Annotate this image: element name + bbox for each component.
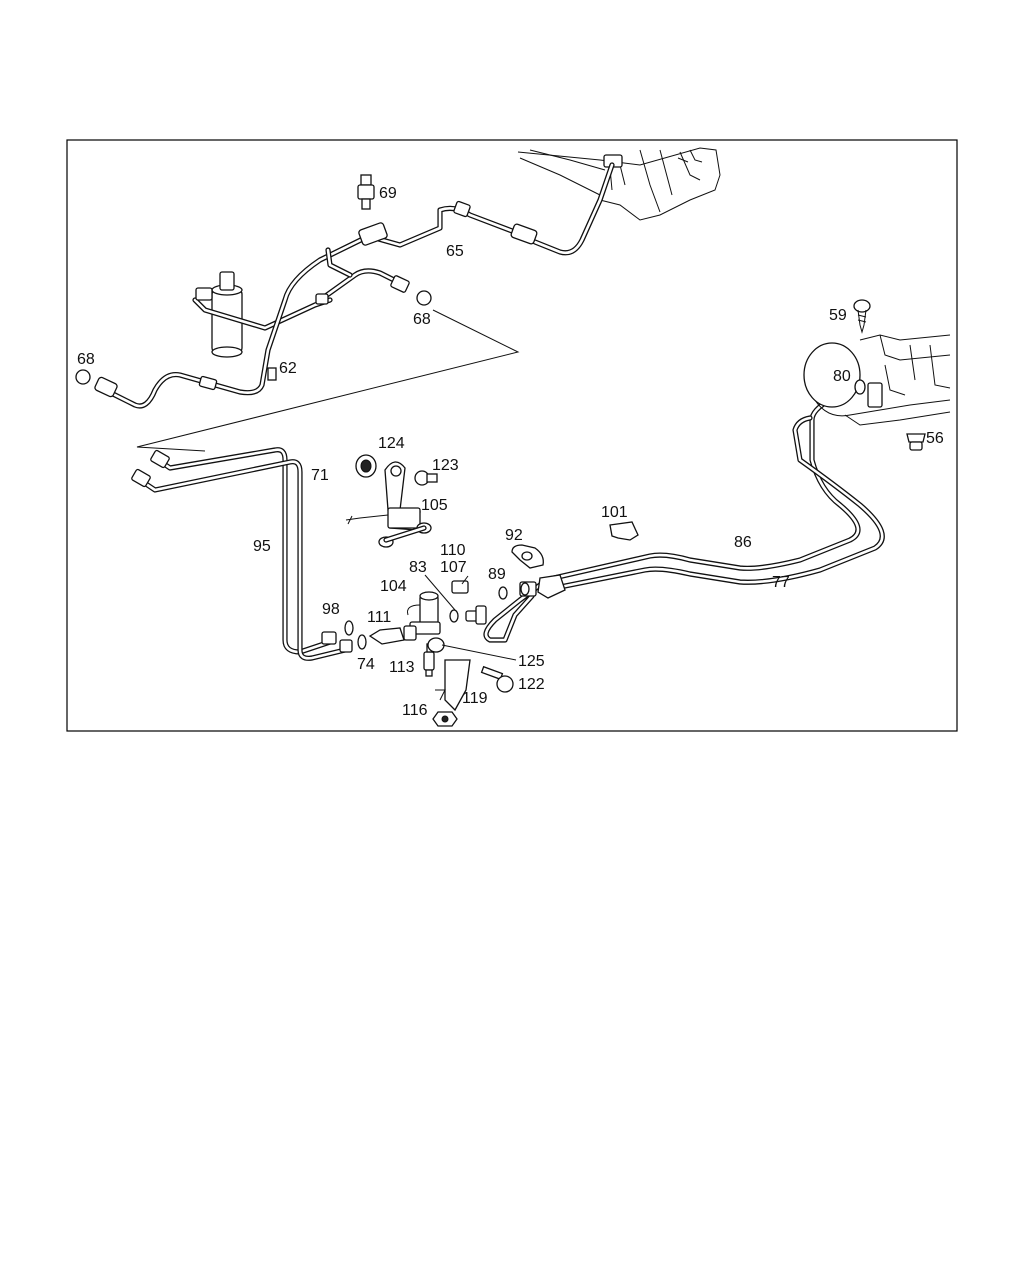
washer-98 xyxy=(344,620,354,636)
pressure-switch-69 xyxy=(357,174,375,210)
callout-65: 65 xyxy=(446,243,464,260)
vehicle-body-fragment xyxy=(517,147,721,221)
callout-98: 98 xyxy=(322,601,340,618)
line-86-77 xyxy=(483,393,885,643)
callout-80: 80 xyxy=(833,368,851,385)
callout-59: 59 xyxy=(829,307,847,324)
callout-71: 71 xyxy=(311,467,329,484)
grommet-124 xyxy=(355,454,377,478)
sensor-110-107 xyxy=(451,580,469,594)
callout-116: 116 xyxy=(402,702,428,719)
washer-89 xyxy=(498,586,508,600)
callout-110: 110 xyxy=(440,542,466,559)
fitting-near-83 xyxy=(465,605,487,625)
bracket-119 xyxy=(435,659,471,712)
callout-107: 107 xyxy=(440,559,467,576)
expansion-valve-104 xyxy=(407,591,441,635)
callout-83: 83 xyxy=(409,559,427,576)
bracket-105 xyxy=(345,461,432,548)
callout-104: 104 xyxy=(380,578,407,595)
line-65 xyxy=(372,162,615,256)
callout-124: 124 xyxy=(378,435,405,452)
reference-line-upper xyxy=(136,309,520,452)
cap-56 xyxy=(906,433,926,451)
callout-119: 119 xyxy=(462,690,488,707)
screw-123 xyxy=(414,470,438,486)
callout-92: 92 xyxy=(505,527,523,544)
callout-77: 77 xyxy=(772,574,790,591)
callout-113: 113 xyxy=(389,659,415,676)
callout-68-right: 68 xyxy=(413,311,431,328)
leader-125 xyxy=(441,644,517,661)
clip-92 xyxy=(511,544,544,569)
callout-95: 95 xyxy=(253,538,271,555)
screw-59 xyxy=(853,299,871,334)
diagram-frame xyxy=(66,139,958,732)
callout-122: 122 xyxy=(518,676,545,693)
line-62 xyxy=(94,222,410,409)
callout-68-left: 68 xyxy=(77,351,95,368)
o-ring-68-left xyxy=(75,369,91,385)
nut-125 xyxy=(427,637,445,653)
leader-110-107 xyxy=(461,575,469,585)
receiver-drier xyxy=(192,271,333,358)
callout-62: 62 xyxy=(279,360,297,377)
callout-86: 86 xyxy=(734,534,752,551)
fitting-80 xyxy=(854,379,883,408)
o-ring-68-right xyxy=(416,290,432,306)
callout-123: 123 xyxy=(432,457,459,474)
callout-101: 101 xyxy=(601,504,628,521)
fitting-111 xyxy=(368,625,417,645)
callout-69: 69 xyxy=(379,185,397,202)
leader-83 xyxy=(424,574,456,611)
compressor xyxy=(803,334,951,426)
nut-116 xyxy=(432,711,458,727)
line-71-95 xyxy=(131,447,353,661)
washer-83 xyxy=(449,609,459,623)
callout-125: 125 xyxy=(518,653,545,670)
callout-105: 105 xyxy=(421,497,448,514)
callout-74: 74 xyxy=(357,656,375,673)
clamp-101 xyxy=(609,521,639,541)
callout-89: 89 xyxy=(488,566,506,583)
washer-74 xyxy=(357,634,367,650)
callout-56: 56 xyxy=(926,430,944,447)
bolt-122 xyxy=(480,665,514,693)
callout-111: 111 xyxy=(367,609,391,626)
